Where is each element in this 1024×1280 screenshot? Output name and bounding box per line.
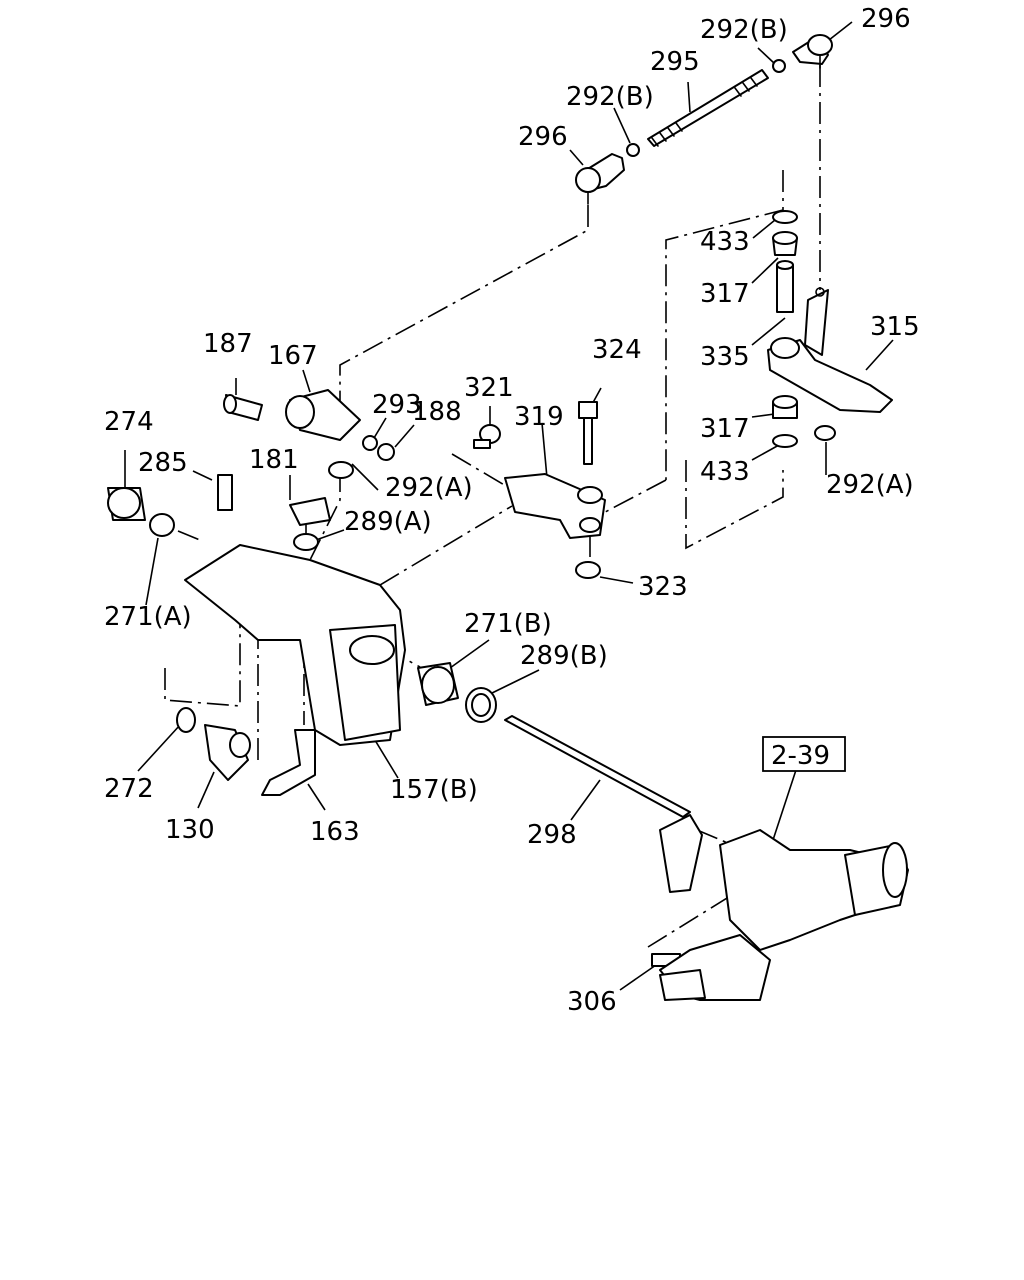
label-ref-2-39: 2-39 <box>771 741 830 771</box>
label-271a: 271(A) <box>104 602 192 632</box>
label-289a: 289(A) <box>344 507 432 537</box>
label-271b: 271(B) <box>464 609 552 639</box>
label-292a-mid: 292(A) <box>385 473 473 503</box>
part-324-bolt <box>578 401 598 465</box>
part-188-nut <box>377 443 395 461</box>
label-274: 274 <box>104 407 154 437</box>
part-130-shift-block <box>204 724 251 781</box>
part-289b-seal <box>465 687 497 723</box>
part-321-bolt <box>473 424 501 449</box>
label-188: 188 <box>412 397 462 427</box>
label-295: 295 <box>650 47 700 77</box>
label-321: 321 <box>464 373 514 403</box>
label-315: 315 <box>870 312 920 342</box>
part-289a-seal <box>293 533 319 551</box>
label-433-bottom: 433 <box>700 457 750 487</box>
part-167-clevis <box>285 389 361 441</box>
label-272: 272 <box>104 774 154 804</box>
label-296-top: 296 <box>861 4 911 34</box>
label-292a-right: 292(A) <box>826 470 914 500</box>
label-181: 181 <box>249 445 299 475</box>
part-292a-right-nut <box>814 425 836 441</box>
label-292b-left: 292(B) <box>566 82 654 112</box>
label-130: 130 <box>165 815 215 845</box>
reference-box <box>762 736 846 772</box>
label-433-top: 433 <box>700 227 750 257</box>
center-lines <box>164 65 821 948</box>
part-293-washer <box>362 435 378 451</box>
part-181-plate <box>289 497 331 526</box>
part-323-nut <box>575 561 601 579</box>
part-274-sleeve <box>107 487 146 521</box>
leader-lines <box>124 21 894 991</box>
label-187: 187 <box>203 329 253 359</box>
part-271a-bushing <box>149 513 175 537</box>
part-296-top-ball-joint <box>792 34 833 69</box>
label-298: 298 <box>527 820 577 850</box>
part-296-left-ball-joint <box>575 153 625 205</box>
part-163-lever <box>261 729 316 796</box>
part-433-bottom-washer <box>772 434 798 448</box>
label-157b: 157(B) <box>390 775 478 805</box>
part-292a-mid-nut <box>328 461 354 479</box>
label-167: 167 <box>268 341 318 371</box>
part-272-clip <box>176 707 196 733</box>
part-315-lever <box>767 287 893 413</box>
label-285: 285 <box>138 448 188 478</box>
label-306: 306 <box>567 987 617 1017</box>
part-285-fitting <box>217 474 233 511</box>
part-187-pin <box>223 394 263 421</box>
label-319: 319 <box>514 402 564 432</box>
label-293: 293 <box>372 390 422 420</box>
part-transmission-assembly <box>659 829 909 1001</box>
part-319-bracket <box>504 473 606 539</box>
part-317-bottom-bushing <box>772 395 798 419</box>
label-296-left: 296 <box>518 122 568 152</box>
label-335: 335 <box>700 342 750 372</box>
callout-labels: 296 292(B) 295 292(B) 296 433 317 315 33… <box>104 4 920 1017</box>
part-157b-housing <box>184 544 406 746</box>
part-292b-left-nut <box>626 143 640 157</box>
label-292b-top: 292(B) <box>700 15 788 45</box>
part-295-rod <box>647 69 769 147</box>
label-324: 324 <box>592 335 642 365</box>
label-323: 323 <box>638 572 688 602</box>
label-289b: 289(B) <box>520 641 608 671</box>
part-317-top-bushing <box>772 231 798 256</box>
label-317-top: 317 <box>700 279 750 309</box>
part-298-shaft <box>504 715 703 893</box>
label-317-bottom: 317 <box>700 414 750 444</box>
part-292b-top-nut <box>772 59 786 73</box>
label-163: 163 <box>310 817 360 847</box>
part-335-collar <box>776 260 794 313</box>
part-271b-bushing <box>417 662 459 706</box>
part-433-top-washer <box>772 210 798 224</box>
